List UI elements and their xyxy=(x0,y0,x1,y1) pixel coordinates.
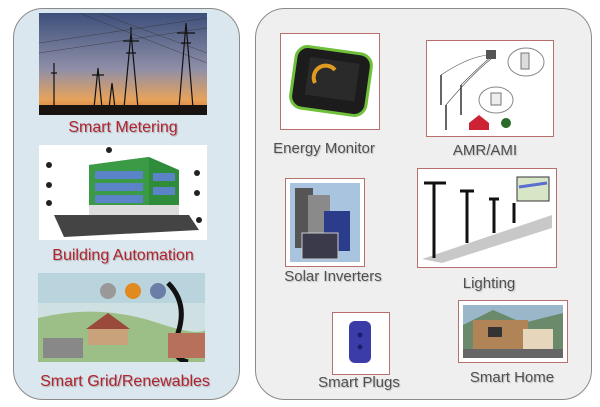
energy-monitor-label: Energy Monitor xyxy=(273,140,375,157)
lighting-label: Lighting xyxy=(462,275,516,292)
smart-metering-label: Smart Metering xyxy=(68,119,178,136)
smart-home-label: Smart Home xyxy=(469,369,555,386)
solar-inverters-label: Solar Inverters xyxy=(284,268,382,285)
smart-plugs-image xyxy=(332,312,390,375)
smart-grid-image xyxy=(38,273,205,362)
smart-plugs-label: Smart Plugs xyxy=(318,374,400,391)
smart-grid-renewables-label: Smart Grid/Renewables xyxy=(40,373,210,390)
smart-metering-image xyxy=(39,13,207,115)
energy-monitor-image xyxy=(280,33,380,130)
amr-ami-image xyxy=(426,40,554,137)
building-automation-label: Building Automation xyxy=(52,247,194,264)
building-automation-image xyxy=(39,145,207,240)
lighting-image xyxy=(417,168,557,268)
solar-inverters-image xyxy=(285,178,365,267)
smart-home-image xyxy=(458,300,568,363)
amr-ami-label: AMR/AMI xyxy=(452,142,518,159)
